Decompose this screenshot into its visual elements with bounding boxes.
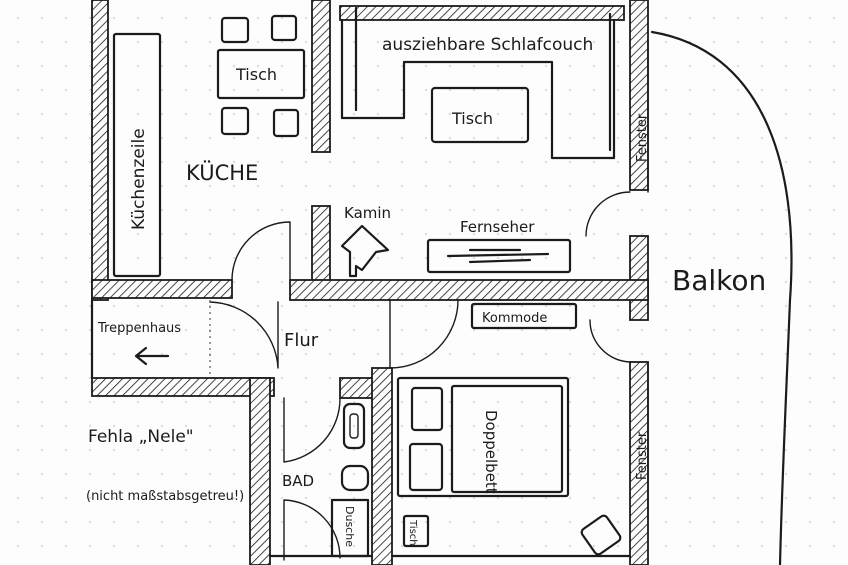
walls xyxy=(91,0,649,565)
wall-kitchen-bottom xyxy=(91,279,233,299)
toilet xyxy=(340,464,370,492)
dresser: Kommode xyxy=(470,302,578,330)
wall-kitchen-left xyxy=(91,0,109,301)
shower xyxy=(330,498,370,558)
stairwell-label: Treppenhaus xyxy=(97,321,181,336)
wall-bath-top xyxy=(339,377,377,399)
chair xyxy=(220,106,250,136)
chair xyxy=(270,14,298,42)
wall-kitchen-living-upper xyxy=(311,0,331,153)
sink xyxy=(342,402,366,450)
kitchenette-label: Küchenzeile xyxy=(129,128,149,230)
wall-stairwell-bottom xyxy=(91,377,275,397)
bathroom-label: BAD xyxy=(282,472,314,490)
chair xyxy=(220,16,250,44)
chair xyxy=(580,514,622,556)
pillow xyxy=(408,442,444,492)
balcony: Balkon xyxy=(650,30,793,565)
kitchen-table: Tisch xyxy=(216,14,306,138)
kitchen-label: KÜCHE xyxy=(186,160,258,185)
tv-label: Fernseher xyxy=(460,218,535,236)
shower-label: Dusche xyxy=(343,506,356,547)
window-bottom: Fenster xyxy=(635,361,650,521)
arrow-left-icon xyxy=(134,346,170,366)
window-top: Fenster xyxy=(635,39,650,193)
sofa-back-hatch xyxy=(339,5,625,21)
window-top-label: Fenster xyxy=(635,113,650,162)
wall-bath-bedroom xyxy=(371,367,393,565)
fireplace: Kamin xyxy=(340,204,391,278)
error-note: Fehla „Nele" xyxy=(88,427,194,447)
wall-living-bottom xyxy=(289,279,649,301)
scale-note: (nicht maßstabsgetreu!) xyxy=(86,489,244,504)
living-table: Tisch xyxy=(430,86,530,144)
sofa: ausziehbare Schlafcouch xyxy=(339,5,625,160)
double-bed-label: Doppelbett xyxy=(482,410,500,494)
bedroom: Doppelbett Tisch xyxy=(390,376,632,558)
hallway-label: Flur xyxy=(284,330,319,351)
small-table-label: Tisch xyxy=(407,519,418,546)
small-table xyxy=(402,514,430,548)
balcony-label: Balkon xyxy=(672,264,766,297)
living-table-label: Tisch xyxy=(451,109,493,128)
dresser-label: Kommode xyxy=(482,311,547,326)
wall-bath-left xyxy=(249,377,271,565)
sofa-label: ausziehbare Schlafcouch xyxy=(382,35,593,55)
chair xyxy=(272,108,300,138)
doors xyxy=(209,191,631,561)
tv: Fernseher xyxy=(426,218,572,274)
fireplace-label: Kamin xyxy=(344,204,391,222)
kitchen-table-label: Tisch xyxy=(235,65,277,84)
double-bed xyxy=(396,376,570,498)
wall-living-right-lower xyxy=(629,235,649,321)
pillow xyxy=(410,386,444,432)
stairwell: Treppenhaus xyxy=(90,298,211,380)
wall-kitchen-living-lower xyxy=(311,205,331,283)
kitchenette: Küchenzeile xyxy=(112,32,162,278)
window-bottom-label: Fenster xyxy=(635,431,650,480)
bathroom: BAD Dusche xyxy=(268,402,374,558)
